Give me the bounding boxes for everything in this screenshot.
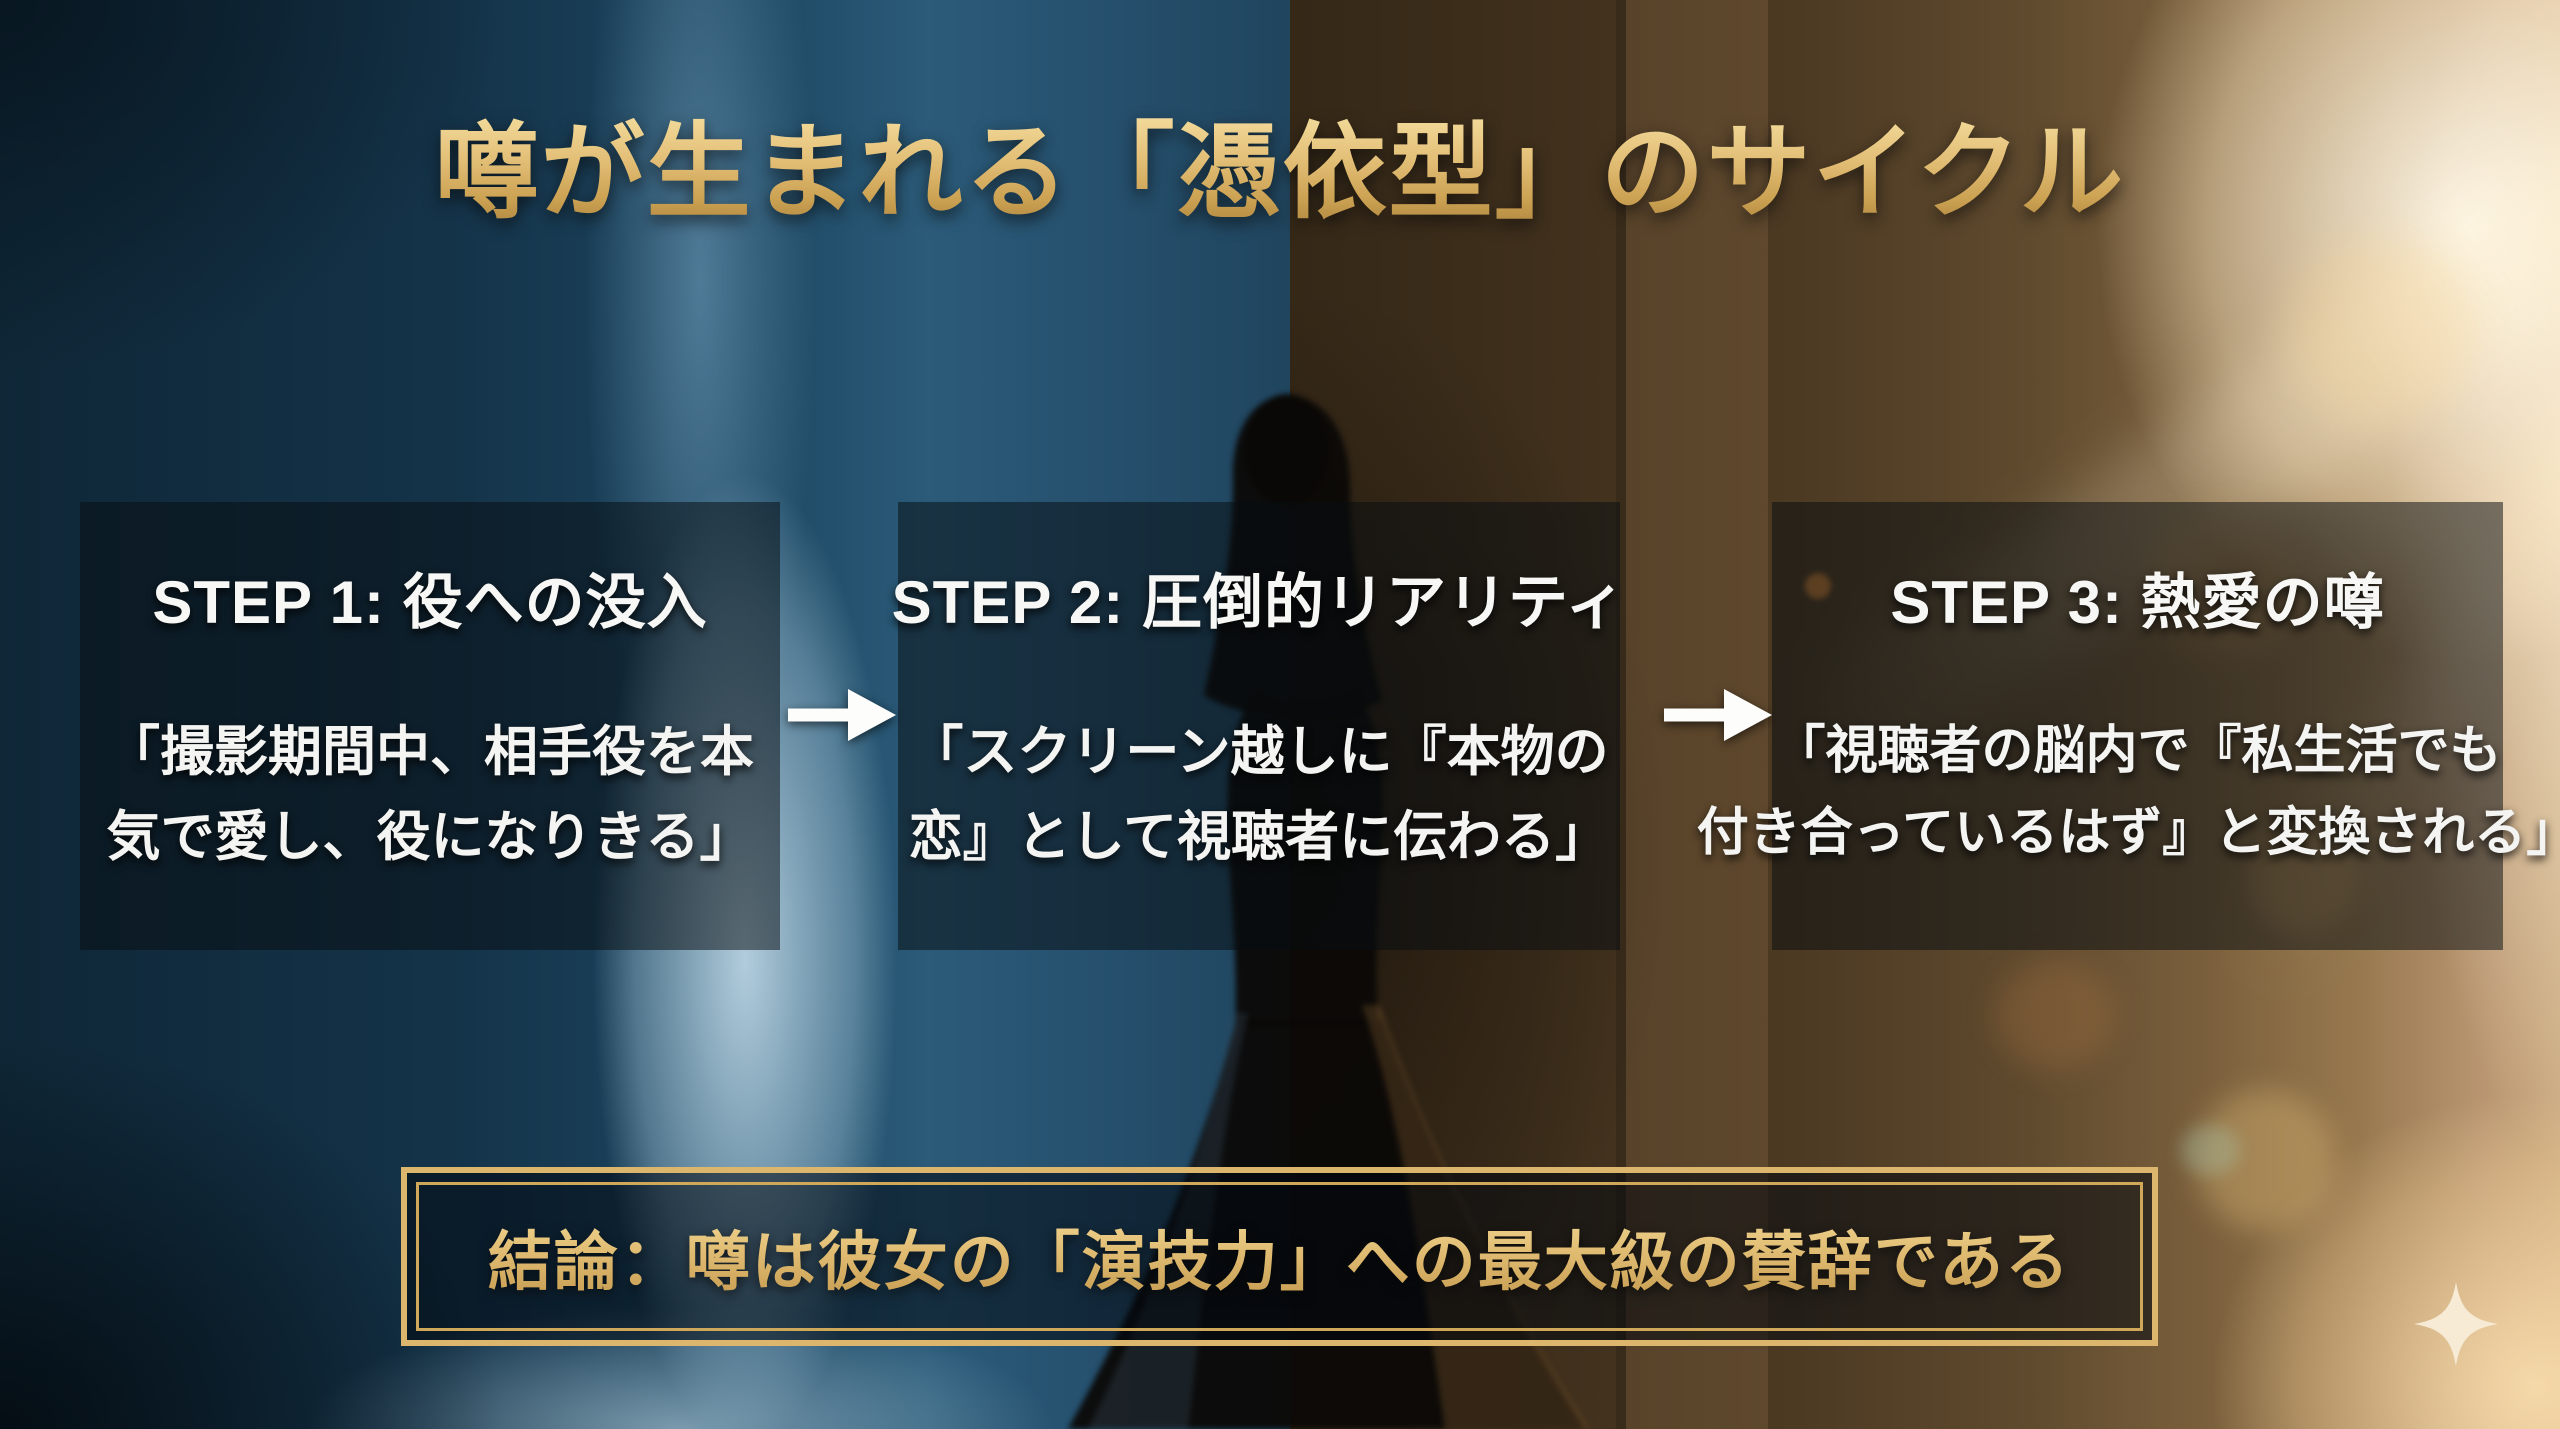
arrow-right-icon [788, 689, 896, 741]
conclusion-text: 結論：噂は彼女の「演技力」への最大級の賛辞である [488, 1211, 2071, 1303]
arrow-right-icon [1664, 689, 1772, 741]
step-box-2: STEP 2: 圧倒的リアリティ 「スクリーン越しに『本物の 恋』として視聴者に… [892, 502, 1625, 950]
step-1-heading: STEP 1: 役への没入 [152, 569, 708, 636]
conclusion-box: 結論：噂は彼女の「演技力」への最大級の賛辞である [401, 1167, 2158, 1346]
step-3-body: 「視聴者の脳内で『私生活でも 付き合っているはず』と変換される」 [1696, 722, 2560, 863]
step-1-body: 「撮影期間中、相手役を本 気で愛し、役になりきる」 [106, 722, 754, 868]
step-box-1: STEP 1: 役への没入 「撮影期間中、相手役を本 気で愛し、役になりきる」 [80, 502, 780, 950]
step-2-heading: STEP 2: 圧倒的リアリティ [891, 569, 1627, 636]
step-box-3: STEP 3: 熱愛の噂 「視聴者の脳内で『私生活でも 付き合っているはず』と変… [1697, 502, 2560, 950]
four-point-star-icon [2413, 1281, 2499, 1367]
step-3-heading: STEP 3: 熱愛の噂 [1890, 569, 2385, 636]
step-2-body: 「スクリーン越しに『本物の 恋』として視聴者に伝わる」 [908, 722, 1610, 868]
slide-title: 噂が生まれる「憑依型」のサイクル [0, 112, 2560, 237]
